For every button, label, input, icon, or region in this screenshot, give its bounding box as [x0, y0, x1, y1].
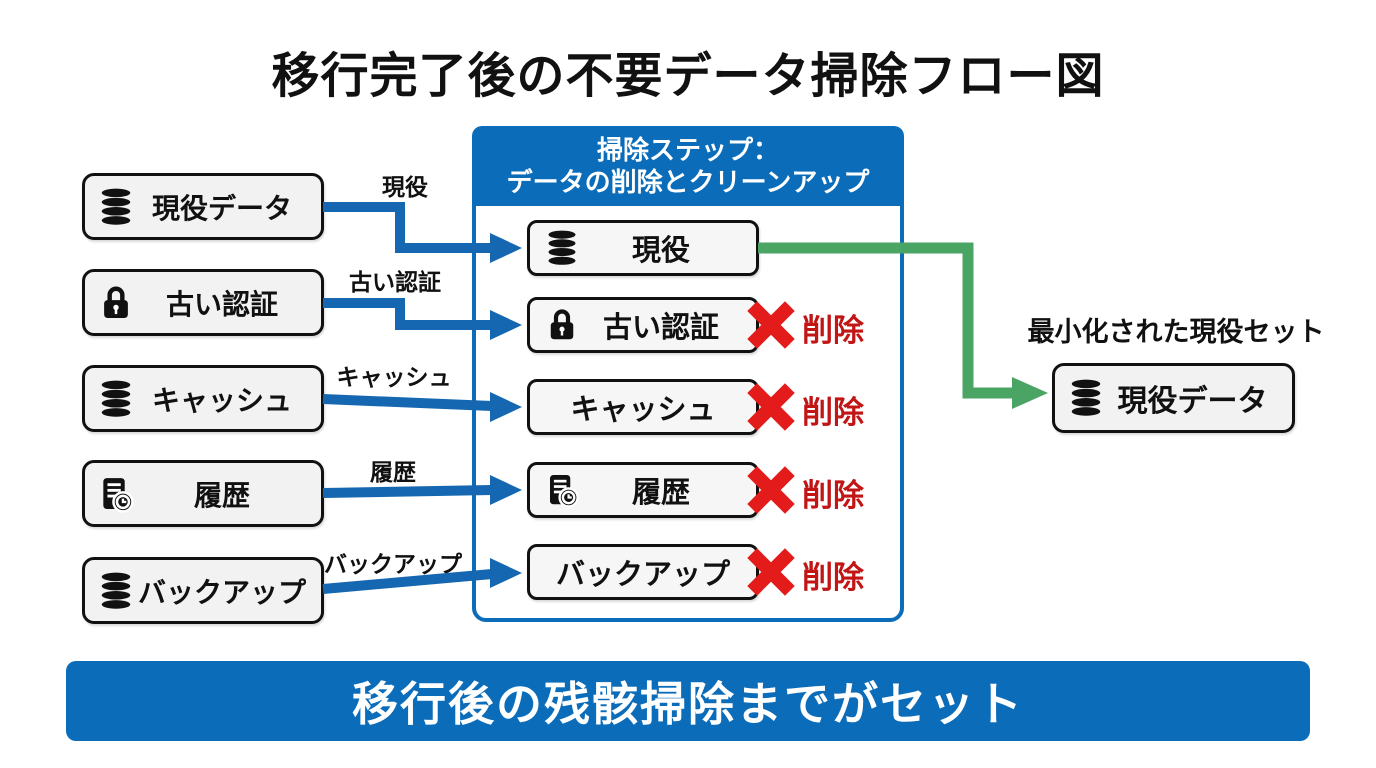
source-box-old-auth: 古い認証	[82, 269, 324, 336]
arrow-label-cache: キャッシュ	[336, 364, 452, 390]
bottom-banner-text: 移行後の残骸掃除までがセット	[352, 678, 1024, 730]
lock-icon	[97, 284, 135, 322]
cleanup-label: バックアップ	[555, 559, 730, 591]
arrow-label-history: 履歴	[370, 459, 416, 485]
source-label: 古い認証	[165, 288, 278, 320]
lock-icon	[544, 307, 580, 343]
history-icon	[544, 472, 580, 508]
source-label: 履歴	[193, 479, 250, 511]
cleanup-panel-header: 掃除ステップ： データの削除とクリーンアップ	[472, 126, 904, 206]
arrow-old-auth	[323, 298, 492, 330]
source-label: 現役データ	[151, 192, 292, 224]
cleanup-box-backup: バックアップ	[527, 544, 759, 600]
database-icon	[97, 380, 135, 418]
bottom-banner: 移行後の残骸掃除までがセット	[66, 661, 1310, 741]
result-label: 現役データ	[1117, 385, 1268, 418]
database-icon	[1067, 379, 1105, 417]
cleanup-box-active: 現役	[527, 220, 759, 276]
arrow-label-active: 現役	[382, 174, 428, 200]
cleanup-panel-header-line2: データの削除とクリーンアップ	[506, 167, 870, 197]
source-box-cache: キャッシュ	[82, 365, 324, 432]
delete-label: 削除	[802, 313, 864, 348]
source-box-history: 履歴	[82, 460, 324, 527]
arrowhead-keep-green	[1012, 377, 1048, 409]
source-label: キャッシュ	[151, 384, 292, 416]
cleanup-label: 古い認証	[602, 312, 719, 344]
database-icon	[544, 230, 580, 266]
arrow-active	[323, 202, 492, 253]
arrow-label-old-auth: 古い認証	[349, 269, 441, 295]
database-icon	[97, 572, 135, 610]
arrow-history	[322, 485, 493, 498]
result-caption: 最小化された現役セット	[1027, 317, 1325, 347]
source-box-backup: バックアップ	[82, 557, 324, 624]
delete-x-icon	[742, 296, 800, 354]
delete-x-icon	[742, 378, 800, 436]
source-box-active-data: 現役データ	[82, 173, 324, 240]
delete-x-icon	[742, 461, 800, 519]
delete-label: 削除	[802, 478, 864, 513]
cleanup-label: 履歴	[631, 477, 690, 509]
cleanup-box-old-auth: 古い認証	[527, 297, 759, 353]
delete-label: 削除	[802, 560, 864, 595]
source-label: バックアップ	[137, 576, 306, 608]
history-icon	[97, 475, 135, 513]
delete-x-icon	[742, 543, 800, 601]
diagram-title: 移行完了後の不要データ掃除フロー図	[271, 50, 1105, 103]
cleanup-box-history: 履歴	[527, 462, 759, 518]
cleanup-label: 現役	[631, 235, 690, 267]
cleanup-label: キャッシュ	[570, 394, 716, 426]
delete-label: 削除	[802, 395, 864, 430]
cleanup-box-cache: キャッシュ	[527, 379, 759, 435]
database-icon	[97, 188, 135, 226]
arrow-cache	[322, 394, 493, 411]
arrow-label-backup: バックアップ	[324, 551, 462, 577]
result-box-active-data: 現役データ	[1052, 363, 1295, 433]
cleanup-panel-header-line1: 掃除ステップ：	[596, 134, 779, 165]
